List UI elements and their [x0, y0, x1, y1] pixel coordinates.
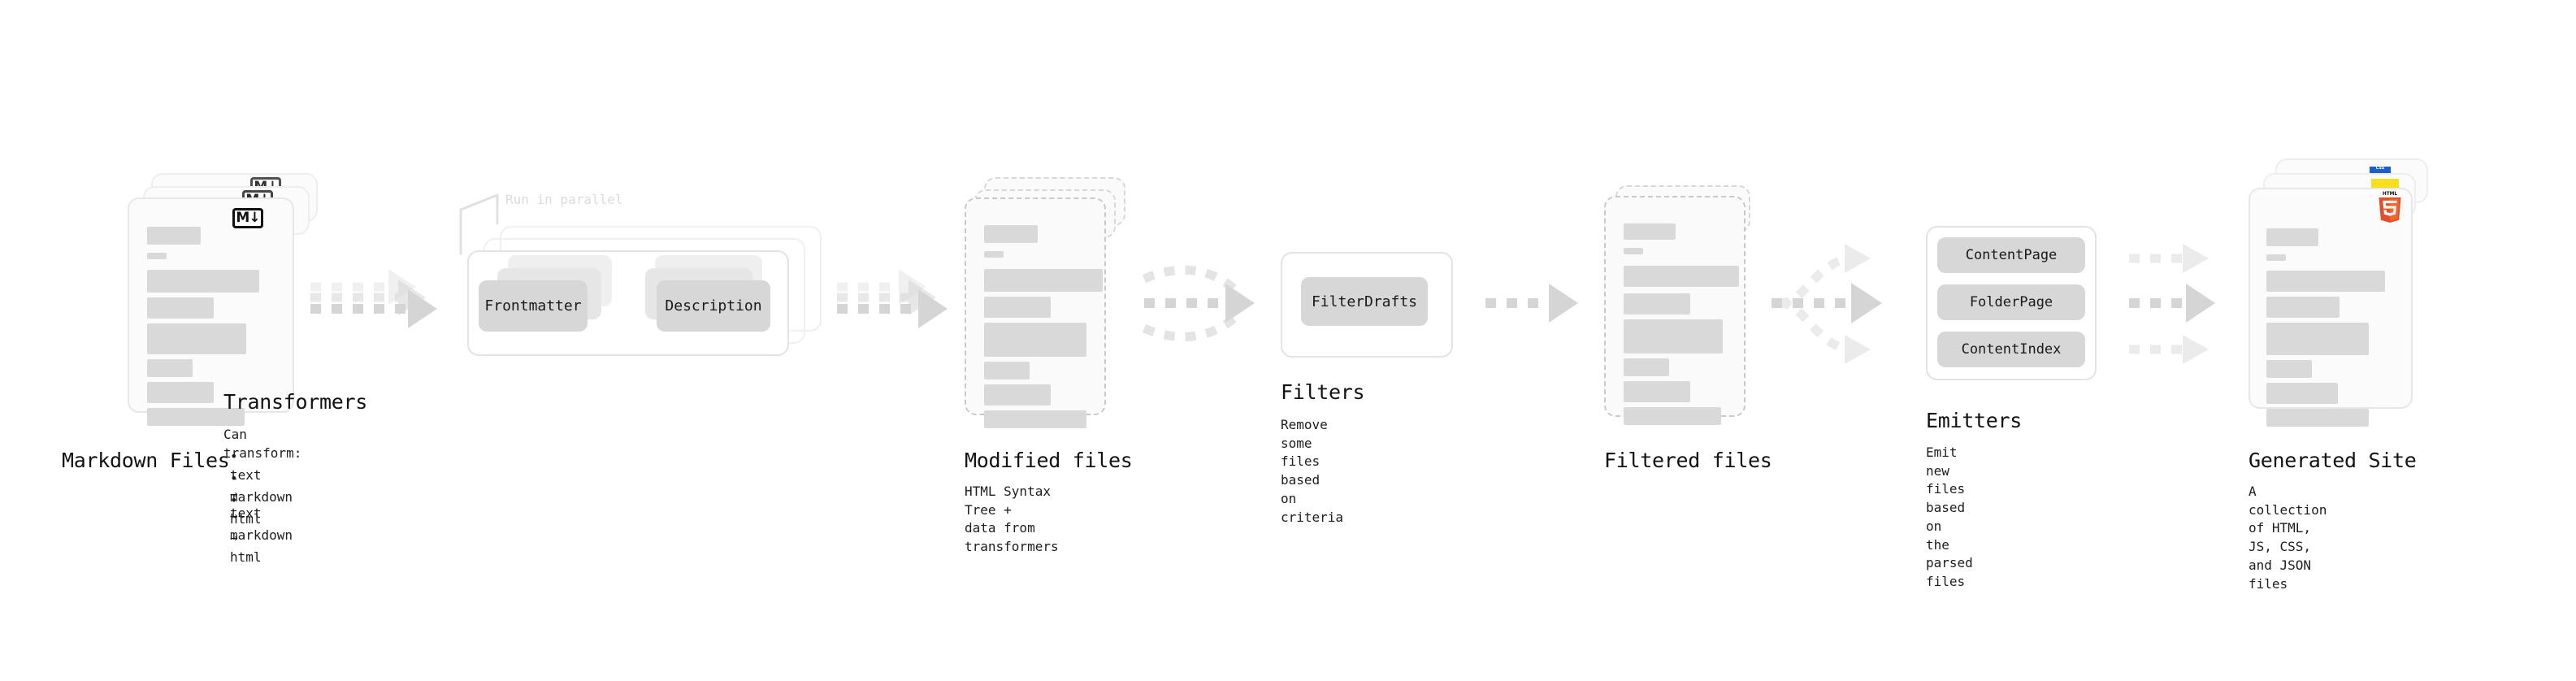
skeleton-line: [1624, 381, 1690, 402]
arrow-markdown-to-transformers: [310, 269, 437, 328]
transformer-chip-frontmatter[interactable]: Frontmatter: [479, 280, 588, 332]
skeleton-line: [1624, 293, 1690, 314]
transformers-subtitle: Can transform:: [223, 427, 302, 461]
emitter-chip-contentindex[interactable]: ContentIndex: [1937, 332, 2085, 367]
run-in-parallel-bracket: [459, 193, 499, 255]
skeleton-line: [984, 297, 1051, 318]
skeleton-line: [1624, 319, 1723, 354]
markdown-icon: M↓: [232, 208, 263, 228]
generated-site-card[interactable]: [2249, 188, 2413, 427]
skeleton-line: [984, 251, 1004, 258]
stage-title-filters: Filters: [1281, 380, 1365, 404]
filter-chip-filterdrafts[interactable]: FilterDrafts: [1301, 277, 1428, 326]
skeleton-line: [2266, 254, 2286, 261]
arrow-transformers-to-modified: [837, 269, 948, 328]
stage-title-modified-files: Modified files: [965, 449, 1133, 472]
skeleton-line: [984, 362, 1030, 380]
skeleton-line: [147, 253, 167, 259]
skeleton-line: [147, 359, 193, 377]
modified-file-card[interactable]: [965, 197, 1106, 428]
arrow-modified-to-filters: [1142, 265, 1255, 341]
skeleton-line: [2266, 228, 2318, 246]
skeleton-line: [2266, 323, 2369, 355]
skeleton-line: [147, 297, 214, 319]
transformers-bullet-2: • markdown → markdown: [230, 471, 293, 543]
skeleton-line: [147, 408, 245, 426]
skeleton-line: [147, 227, 201, 245]
generated-site-subtitle: A collection of HTML, JS, CSS, and JSON …: [2249, 484, 2327, 592]
skeleton-line: [984, 225, 1038, 243]
skeleton-line: [147, 323, 246, 354]
skeleton-line: [2266, 409, 2369, 427]
emitters-subtitle: Emit new files based on the parsed files: [1926, 445, 1973, 590]
markdown-file-card[interactable]: [128, 197, 294, 426]
arrow-filtered-to-emitters: [1772, 244, 1882, 364]
css-icon: CSS: [2370, 167, 2391, 176]
skeleton-line: [147, 270, 259, 293]
skeleton-line: [2266, 271, 2385, 292]
stage-title-filtered-files: Filtered files: [1604, 449, 1772, 472]
skeleton-line: [1624, 223, 1676, 240]
stage-title-emitters: Emitters: [1926, 409, 2023, 432]
stage-title-generated-site: Generated Site: [2249, 449, 2417, 472]
skeleton-line: [2266, 383, 2338, 404]
stage-title-markdown-files: Markdown Files: [62, 449, 230, 472]
emitter-chip-folderpage[interactable]: FolderPage: [1937, 284, 2085, 320]
skeleton-line: [1624, 358, 1669, 376]
skeleton-line: [2266, 360, 2312, 378]
stage-title-transformers: Transformers: [223, 390, 368, 414]
svg-text:HTML: HTML: [2383, 192, 2398, 197]
arrow-emitters-to-site: [2129, 244, 2215, 364]
transformer-chip-description[interactable]: Description: [657, 280, 770, 332]
run-in-parallel-label: Run in parallel: [505, 192, 623, 207]
html5-icon: HTML: [2379, 192, 2401, 223]
skeleton-line: [1624, 407, 1721, 425]
modified-files-subtitle: HTML Syntax Tree + data from transformer…: [965, 484, 1059, 555]
skeleton-line: [984, 384, 1051, 406]
transformers-bullet-3: • html → html: [230, 492, 262, 565]
skeleton-line: [984, 269, 1103, 292]
skeleton-line: [2266, 297, 2340, 318]
filters-subtitle: Remove some files based on criteria: [1281, 417, 1344, 525]
transformers-bullet-1: • text → text: [230, 449, 262, 521]
emitter-chip-contentpage[interactable]: ContentPage: [1937, 237, 2085, 273]
skeleton-line: [1624, 266, 1739, 287]
skeleton-line: [984, 323, 1086, 357]
skeleton-line: [147, 382, 214, 403]
skeleton-line: [984, 410, 1086, 428]
arrow-filters-to-filtered: [1485, 284, 1578, 323]
filtered-file-card[interactable]: [1604, 196, 1746, 425]
skeleton-line: [1624, 248, 1643, 254]
